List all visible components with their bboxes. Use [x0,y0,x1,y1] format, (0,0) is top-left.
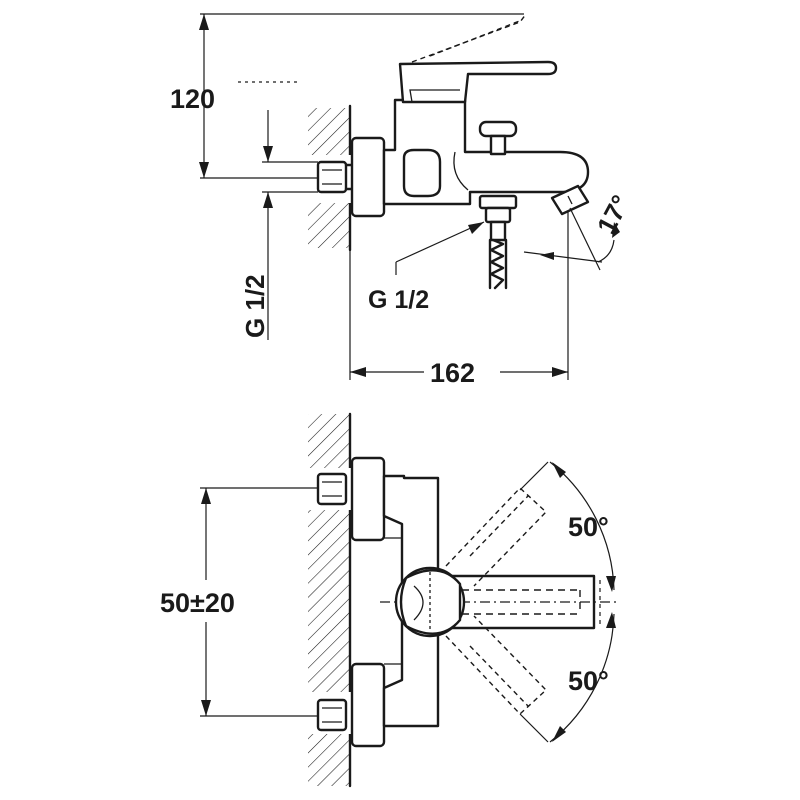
plan-view: 50° 50° 50±20 [160,412,620,788]
dimension-height: 120 [170,13,524,179]
swivel-angle-arcs: 50° 50° [519,461,616,743]
escutcheon-top [350,136,386,218]
dimension-thread-outlet: G 1/2 [368,221,485,314]
inlet-connector-lower [316,698,348,732]
diverter-knob[interactable] [478,120,518,156]
spout-outlet [550,184,590,216]
hose-connector [478,194,518,290]
label-swivel-upper: 50° [568,512,609,542]
inlet-connector-top [316,160,354,194]
label-height: 120 [170,84,215,114]
label-thread-outlet: G 1/2 [368,286,429,314]
inlet-connector-upper [316,472,348,506]
escutcheon-upper [350,456,386,542]
lever-handle-side[interactable] [398,13,558,104]
dimension-center-distance: 50±20 [160,487,318,717]
mixer-body-side [382,98,590,206]
dimension-thread-vertical: G 1/2 [240,110,318,340]
lever-knob-plan[interactable] [394,566,466,638]
label-swivel-lower: 50° [568,666,609,696]
label-thread-vertical: G 1/2 [240,274,270,338]
label-width: 162 [430,358,475,388]
spout-ghost-lower [445,615,548,715]
escutcheon-lower [350,662,386,748]
dimension-width: 162 [349,212,569,388]
side-elevation-view: 120 G 1/2 G 1/2 162 [170,13,636,388]
spout-ghost-upper [445,487,548,587]
label-spout-angle: 17° [591,190,636,239]
label-center-distance: 50±20 [160,588,235,618]
